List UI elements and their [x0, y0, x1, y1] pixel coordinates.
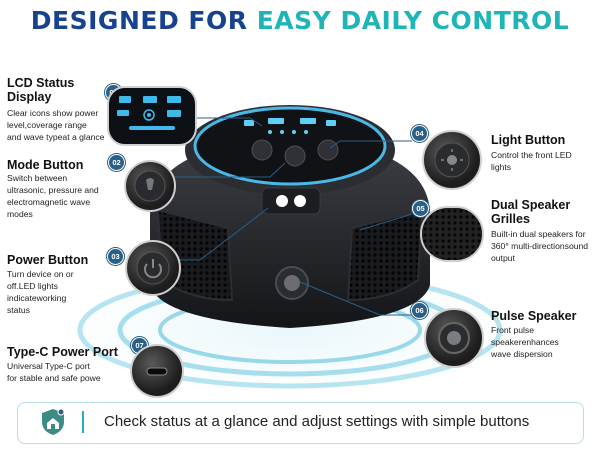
footer-banner [17, 402, 584, 444]
pulse-speaker-icon [438, 322, 470, 354]
badge-04: 04 [411, 125, 428, 142]
lcd-display-inset [107, 86, 197, 146]
feature-03-title: Power Button [7, 253, 89, 267]
feature-05-title: Dual Speaker Grilles [491, 198, 571, 226]
badge-02: 02 [108, 154, 125, 171]
shield-home-icon [42, 408, 65, 435]
feature-06-title: Pulse Speaker [491, 309, 577, 323]
feature-02-desc: Switch between ultrasonic, pressure and … [7, 173, 99, 219]
title-part-2: EASY DAILY CONTROL [256, 6, 570, 35]
mode-button-inset [124, 160, 176, 212]
feature-05-desc: Built-in dual speakers for 360° multi-di… [491, 229, 589, 263]
power-button-icon [136, 251, 170, 285]
lcd-icons [117, 96, 181, 130]
badge-06: 06 [411, 302, 428, 319]
pulse-speaker-inset [424, 308, 484, 368]
light-button-inset [422, 130, 482, 190]
grille-icon [422, 208, 482, 260]
badge-05: 05 [412, 200, 429, 217]
feature-07-title: Type-C Power Port [7, 345, 118, 359]
feature-01-desc: Clear icons show power level,coverage ra… [7, 108, 105, 142]
light-button-icon [434, 142, 470, 178]
footer-text: Check status at a glance and adjust sett… [104, 413, 530, 430]
power-button-inset [125, 240, 181, 296]
feature-07-desc: Universal Type-C port for stable and saf… [7, 361, 101, 383]
speaker-grille-inset [420, 206, 484, 262]
feature-04-title: Light Button [491, 133, 566, 147]
mode-button-icon [134, 170, 166, 202]
feature-06-desc: Front pulse speakerenhances wave dispers… [491, 325, 559, 359]
type-c-port-inset [130, 344, 184, 398]
feature-03-desc: Turn device on or off.LED lights indicat… [7, 269, 74, 315]
footer-divider [82, 411, 84, 433]
title-part-1: DESIGNED FOR [30, 6, 248, 35]
feature-04-desc: Control the front LED lights [491, 150, 572, 172]
page-title: DESIGNED FOR EASY DAILY CONTROL [0, 6, 600, 35]
feature-02-title: Mode Button [7, 158, 84, 172]
feature-01-title: LCD Status Display [7, 76, 75, 104]
badge-03: 03 [107, 248, 124, 265]
usb-c-icon [146, 367, 168, 376]
